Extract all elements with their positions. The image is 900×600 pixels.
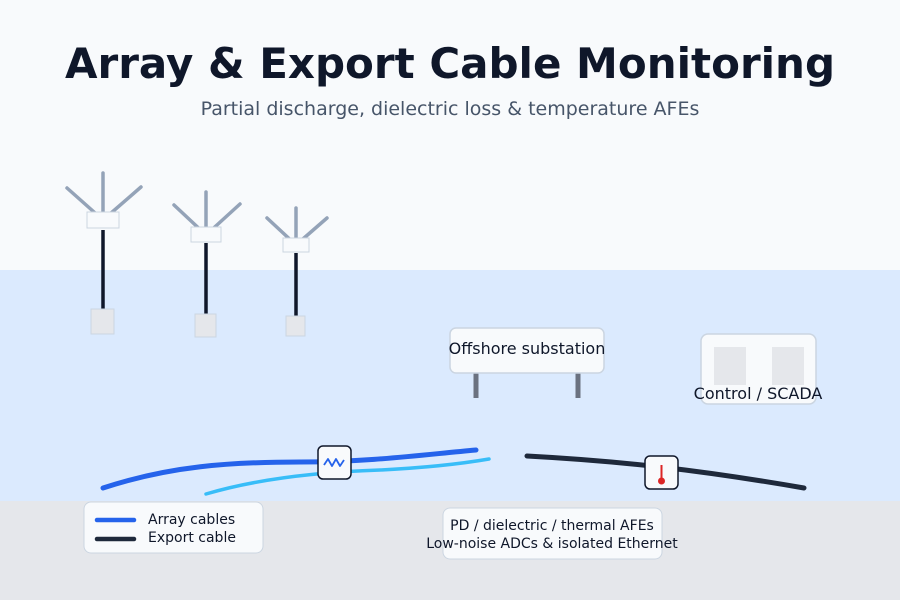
temperature-sensor-node[interactable] xyxy=(644,455,679,490)
control-scada-station[interactable]: Control / SCADA xyxy=(694,333,823,405)
pd-sensor-node[interactable] xyxy=(317,445,352,480)
scada-cabinet xyxy=(772,347,804,385)
thermometer-bulb-icon xyxy=(658,477,665,485)
wind-turbine-1 xyxy=(65,171,143,335)
turbine-foundation xyxy=(90,308,115,335)
scada-cabinet xyxy=(714,347,746,385)
turbine-foundation xyxy=(285,315,306,337)
page-subtitle: Partial discharge, dielectric loss & tem… xyxy=(201,98,700,120)
offshore-substation[interactable]: Offshore substation xyxy=(449,327,606,398)
turbine-nacelle xyxy=(282,237,310,253)
page-title: Array & Export Cable Monitoring xyxy=(65,39,835,88)
waveform-icon xyxy=(323,458,345,467)
turbine-nacelle xyxy=(190,226,222,243)
wind-turbine-2 xyxy=(172,190,242,338)
legend: Array cables Export cable xyxy=(83,501,264,554)
array-cable-secondary[interactable] xyxy=(204,457,491,496)
scada-label: Control / SCADA xyxy=(694,384,823,403)
wind-turbine-3 xyxy=(265,206,329,337)
afe-info-line-1: PD / dielectric / thermal AFEs xyxy=(450,518,654,534)
afe-info-box: PD / dielectric / thermal AFEs Low-noise… xyxy=(426,507,678,560)
substation-label: Offshore substation xyxy=(449,339,606,358)
afe-info-background xyxy=(442,507,663,560)
array-cable-main[interactable] xyxy=(100,447,479,491)
substation-platform xyxy=(449,327,605,374)
turbine-foundation xyxy=(194,313,217,338)
afe-info-line-2: Low-noise ADCs & isolated Ethernet xyxy=(426,536,678,552)
sky-background xyxy=(0,0,900,270)
legend-label-export: Export cable xyxy=(148,530,236,546)
legend-label-array: Array cables xyxy=(148,512,235,528)
turbine-nacelle xyxy=(86,211,120,229)
